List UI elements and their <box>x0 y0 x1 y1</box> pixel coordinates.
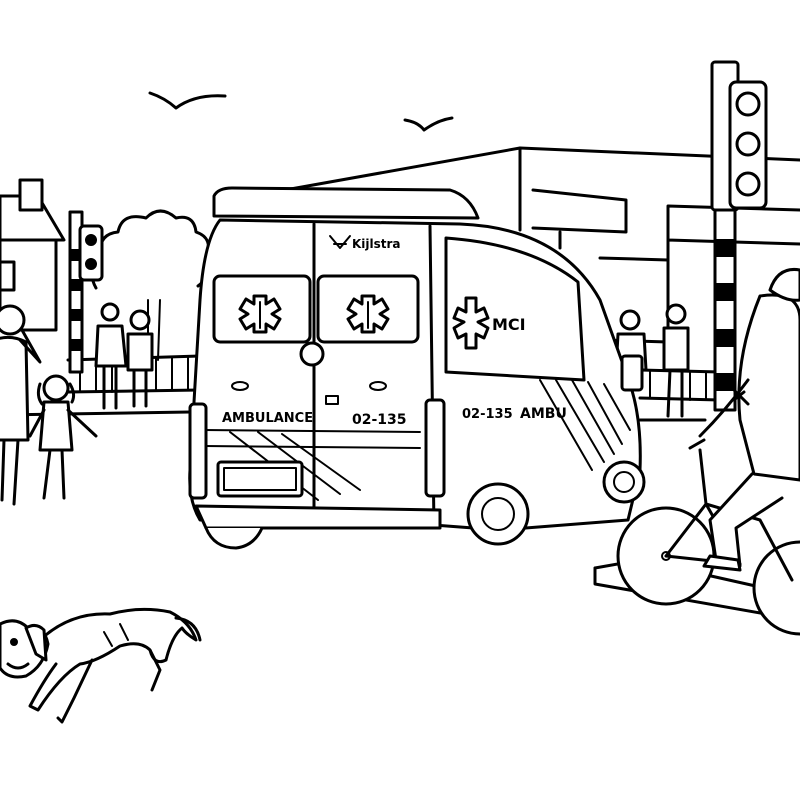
pedestrian-man-right <box>662 303 690 418</box>
ambulance-brand: Kijlstra <box>352 237 401 251</box>
cyclist <box>593 267 800 636</box>
star-of-life-side <box>452 296 490 350</box>
ambulance-rear-label: AMBULANCE <box>222 411 313 426</box>
railing-right <box>638 368 722 402</box>
pedestrian-woman-background <box>126 309 154 408</box>
star-of-life-rear-left <box>238 294 282 334</box>
running-dog <box>0 607 202 724</box>
ambulance-side-badge: MCI <box>492 315 526 334</box>
kijlstra-logo-icon <box>329 235 351 249</box>
pedestrian-man-background <box>94 302 128 410</box>
ambulance-rear-number: 02-135 <box>352 412 407 428</box>
woman-covering-mouth <box>0 304 42 506</box>
ambulance-side-number: 02-135 <box>462 407 513 422</box>
traffic-light-left <box>68 210 104 374</box>
traffic-light-right <box>710 60 768 412</box>
child-running <box>28 374 98 500</box>
bird-right <box>403 116 454 132</box>
background-house <box>0 178 66 332</box>
ambulance-side-label: AMBU <box>520 406 567 422</box>
star-of-life-rear-right <box>346 294 390 334</box>
bird-left <box>148 91 227 110</box>
ambulance: AMBULANCE 02-135 MCI Kijlstra 02-135 AMB… <box>188 186 646 550</box>
